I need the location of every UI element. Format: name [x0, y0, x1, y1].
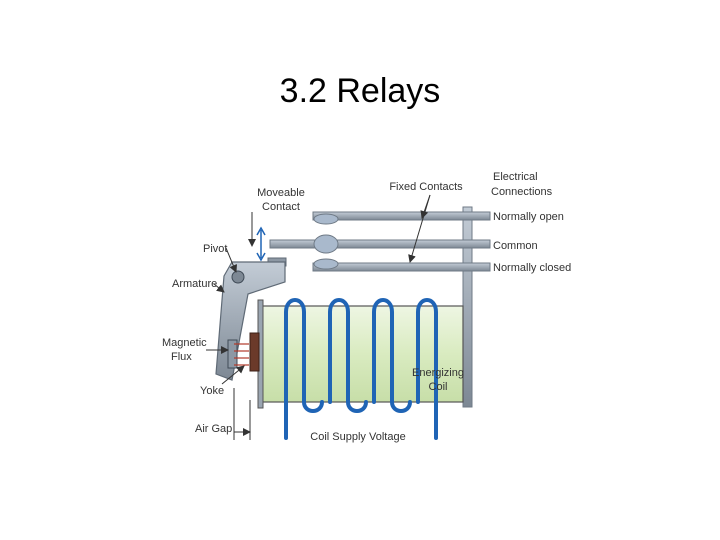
- label-pivot: Pivot: [203, 243, 227, 255]
- label-energizing: Energizing: [412, 367, 464, 379]
- movable-contact-point: [313, 234, 339, 254]
- leader-fixed-2: [408, 194, 431, 263]
- label-flux: Flux: [171, 351, 192, 363]
- label-coil-supply-voltage: Coil Supply Voltage: [310, 431, 405, 443]
- leader-armature: [213, 283, 225, 293]
- label-coil: Coil: [429, 381, 448, 393]
- pole-piece: [249, 332, 260, 372]
- label-movable-contact-1: Moveable: [257, 187, 305, 199]
- label-fixed-contacts: Fixed Contacts: [389, 181, 463, 193]
- normally-closed-contact: [313, 258, 339, 270]
- slide-title: 3.2 Relays: [279, 72, 441, 110]
- coil-winding: [284, 298, 438, 440]
- label-normally-closed: Normally closed: [493, 262, 571, 274]
- movement-arrow: [256, 226, 266, 262]
- label-common: Common: [493, 240, 538, 252]
- terminal-plate: [462, 206, 473, 408]
- normally-open-bar: [312, 211, 491, 221]
- label-air-gap: Air Gap: [195, 423, 232, 435]
- label-yoke: Yoke: [200, 385, 224, 397]
- label-normally-open: Normally open: [493, 211, 564, 223]
- normally-closed-bar: [312, 262, 491, 272]
- label-electrical: Electrical: [493, 171, 538, 183]
- yoke: [227, 339, 238, 369]
- label-movable-contact-2: Contact: [262, 201, 300, 213]
- normally-open-contact: [313, 213, 339, 225]
- magnetic-flux-arrows: [234, 343, 249, 366]
- pivot-point: [231, 270, 245, 284]
- leader-yoke: [221, 365, 245, 385]
- common-bar: [269, 239, 491, 249]
- label-connections: Connections: [491, 186, 553, 198]
- label-armature: Armature: [172, 278, 217, 290]
- coil-body: [261, 305, 464, 403]
- label-magnetic: Magnetic: [162, 337, 207, 349]
- leader-pivot: [225, 247, 237, 273]
